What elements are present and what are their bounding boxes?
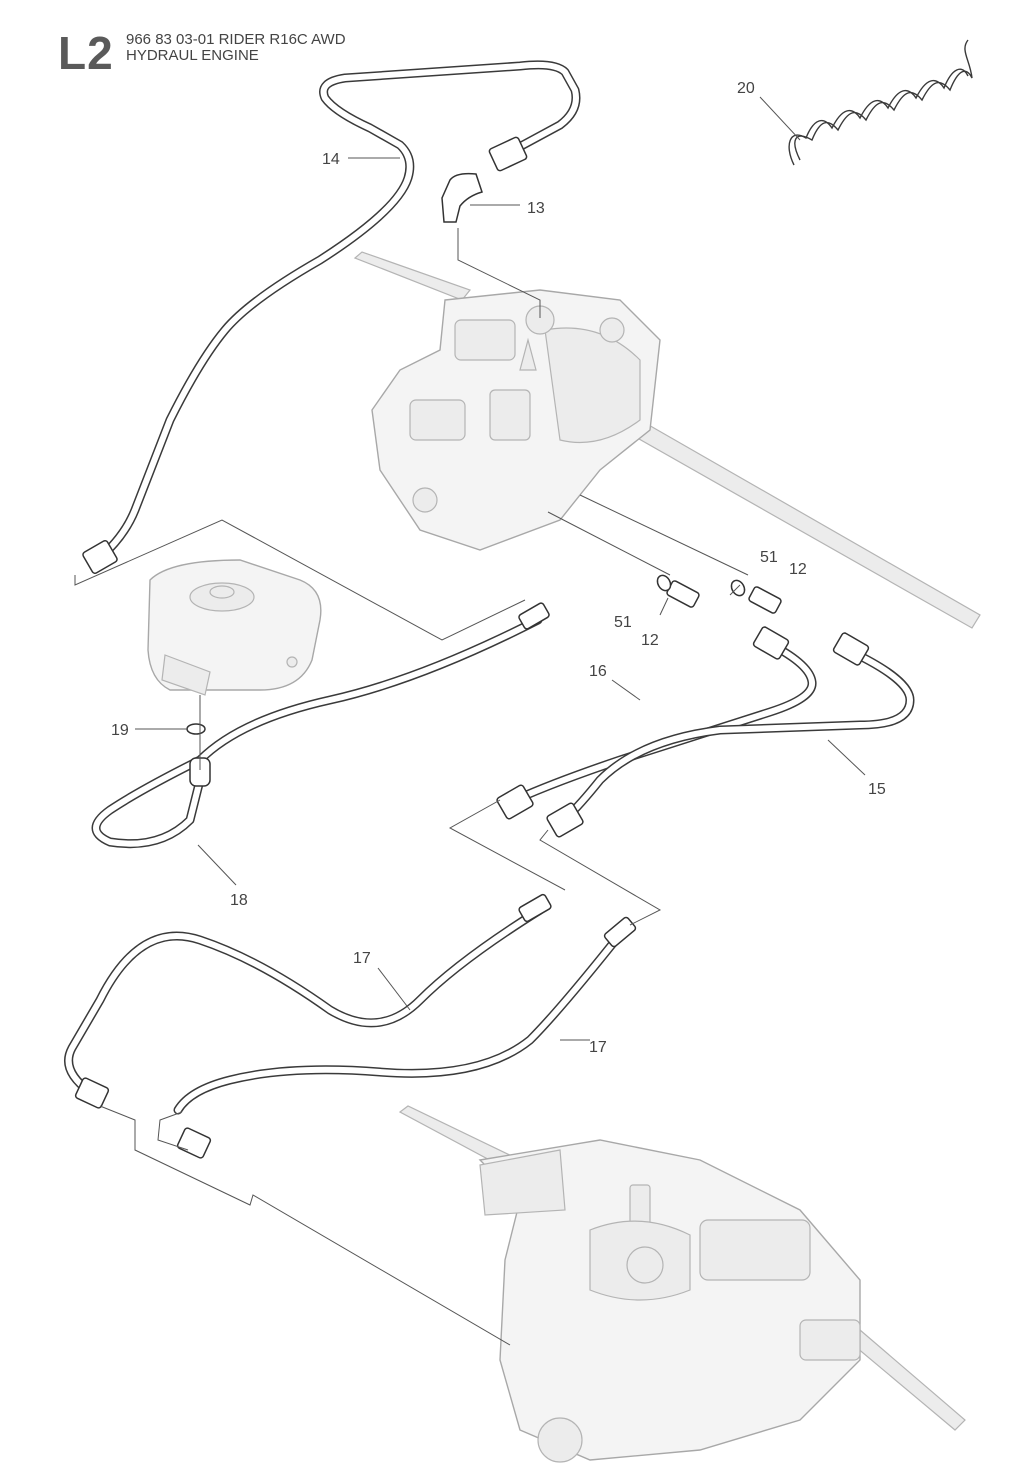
callout-19: 19 [111,722,129,739]
callout-17a: 17 [353,950,371,967]
callout-14: 14 [322,151,340,168]
callout-13: 13 [527,200,545,217]
callout-15: 15 [868,781,886,798]
callout-20: 20 [737,80,755,97]
assembly-name: HYDRAUL ENGINE [126,47,259,64]
upper-transmission [353,251,981,629]
callout-12b: 12 [789,561,807,578]
lower-transmission [398,1105,966,1463]
coil-spring [788,39,973,166]
callout-51b: 51 [760,549,778,566]
callout-17b: 17 [589,1039,607,1056]
leader-lines [74,96,866,1346]
callout-16: 16 [589,663,607,680]
callout-18: 18 [230,892,248,909]
model-line: 966 83 03-01 RIDER R16C AWD [126,31,346,48]
hydraulic-lines [64,60,915,1159]
oil-reservoir [147,559,322,696]
callouts: 14 13 20 51 12 51 12 16 19 15 18 17 17 [111,80,886,1056]
section-code: L2 [58,27,114,79]
callout-12a: 12 [641,632,659,649]
callout-51a: 51 [614,614,632,631]
